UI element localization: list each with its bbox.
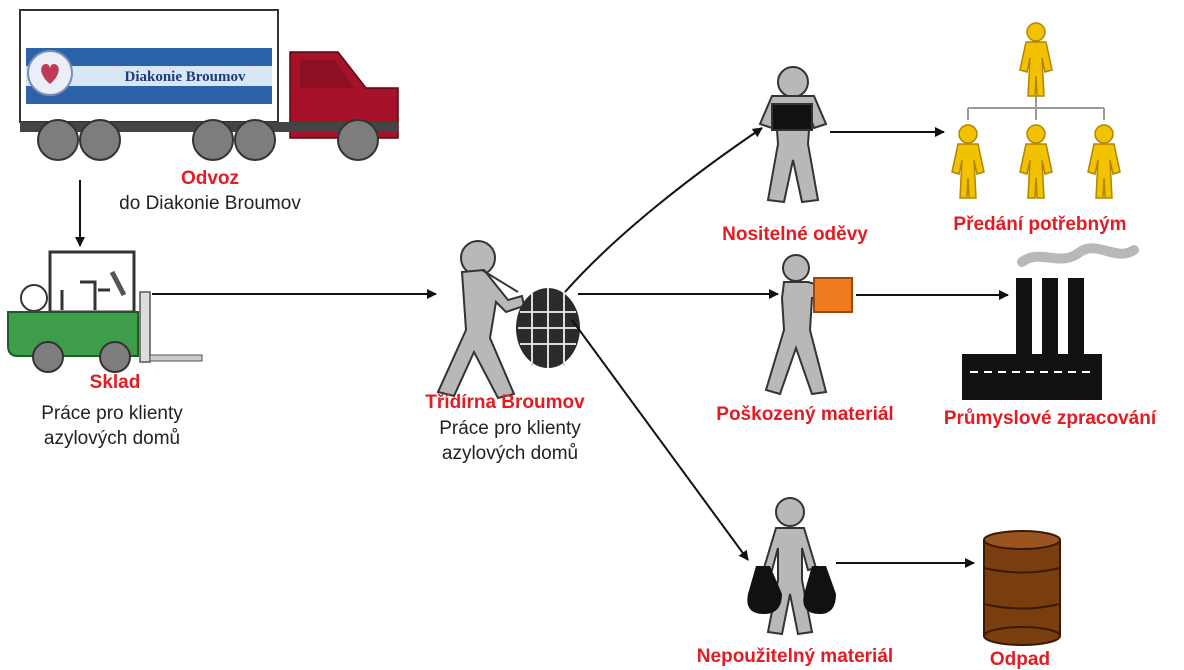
- forklift-icon: [7, 250, 203, 373]
- tridirna-title: Třídírna Broumov: [425, 392, 585, 413]
- predani-title: Předání potřebným: [953, 214, 1127, 235]
- package-worker-icon: [764, 254, 853, 396]
- sklad-line2: azylových domů: [43, 428, 181, 449]
- truck-icon: Diakonie Broumov: [19, 9, 399, 161]
- truck-banner-text: Diakonie Broumov: [125, 69, 246, 85]
- nepouzitelny-title: Nepoužitelný materiál: [696, 646, 894, 667]
- odpad-title: Odpad: [989, 649, 1051, 670]
- nositelne-title: Nositelné oděvy: [722, 224, 868, 245]
- factory-icon: [962, 243, 1139, 400]
- bags-worker-icon: [747, 497, 836, 636]
- flow-arrows: [75, 127, 1009, 568]
- people-hierarchy-icon: [951, 22, 1121, 199]
- sack-icon: [516, 288, 580, 368]
- sklad-title: Sklad: [89, 372, 141, 393]
- sklad-line1: Práce pro klienty: [41, 403, 183, 424]
- sorting-worker-icon: [436, 240, 526, 400]
- arrow-sorting-to-bags: [571, 319, 749, 561]
- odvoz-title: Odvoz: [180, 168, 240, 189]
- tridirna-line2: azylových domů: [441, 443, 579, 464]
- arrow-sorting-to-clothes: [564, 127, 763, 293]
- tridirna-line1: Práce pro klienty: [439, 418, 581, 439]
- prumyslove-title: Průmyslové zpracování: [943, 408, 1157, 429]
- poskozeny-title: Poškozený materiál: [716, 404, 894, 425]
- odvoz-subtitle: do Diakonie Broumov: [119, 193, 301, 214]
- clothes-worker-icon: [758, 66, 828, 204]
- barrel-icon: [983, 530, 1061, 646]
